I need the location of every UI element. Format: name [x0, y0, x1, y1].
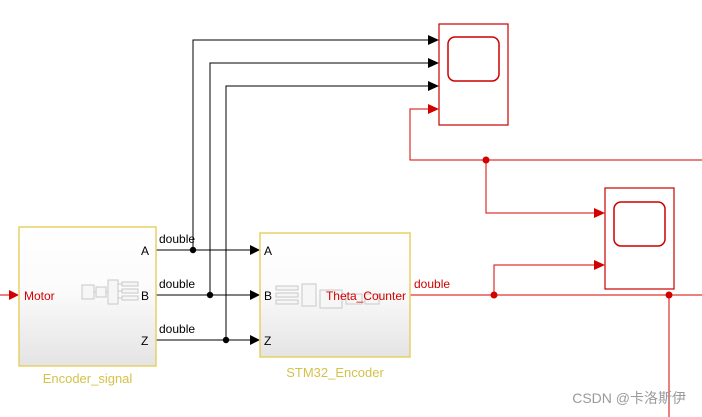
branch-to-scope2-in1[interactable] [485, 160, 596, 214]
scope-1-screen [447, 36, 500, 82]
stm32-input-port-z: Z [264, 334, 271, 348]
watermark-text: CSDN @卡洛斯伊 [572, 390, 686, 406]
arrowhead-a-in [250, 245, 260, 255]
signal-a-datatype-label: double [159, 232, 195, 246]
black-junctions [189, 246, 230, 344]
tap-line-b[interactable] [209, 62, 430, 295]
subsystem-preview-icon [81, 279, 139, 305]
stm32-input-port-b: B [264, 289, 272, 303]
encoder-output-port-a: A [141, 244, 149, 258]
stm32-encoder-block[interactable]: A B Z Theta_Counter STM32_Encoder [259, 232, 411, 380]
signal-b-datatype-label: double [159, 277, 195, 291]
red-arrowheads [9, 104, 605, 300]
junction-b [206, 291, 214, 299]
arrowhead-scope2-in1 [594, 208, 605, 218]
junction-top-red [482, 156, 490, 164]
encoder-signal-block[interactable]: Motor A B Z Encoder_signal [18, 226, 157, 386]
arrowhead-scope1-in2 [428, 58, 439, 68]
theta-datatype-label: double [414, 277, 450, 291]
arrowhead-scope1-in4 [428, 104, 439, 114]
encoder-output-port-z: Z [141, 334, 148, 348]
junction-z [222, 336, 230, 344]
tap-line-z[interactable] [225, 85, 430, 340]
stm32-input-port-a: A [264, 244, 272, 258]
stm32-encoder-block-name[interactable]: STM32_Encoder [286, 365, 384, 380]
encoder-signal-block-name[interactable]: Encoder_signal [43, 371, 133, 386]
black-signal-lines [156, 39, 430, 341]
arrowhead-scope1-in3 [428, 81, 439, 91]
signal-z-datatype-label: double [159, 322, 195, 336]
arrowhead-b-in [250, 290, 260, 300]
red-junctions [482, 156, 673, 299]
arrowhead-scope1-in1 [428, 35, 439, 45]
scope-block-1[interactable] [438, 23, 509, 126]
tap-line-a[interactable] [192, 39, 430, 250]
encoder-output-port-b: B [141, 289, 149, 303]
scope-block-2[interactable] [604, 187, 675, 290]
branch-to-scope2-in2[interactable] [493, 264, 596, 295]
encoder-input-port-motor: Motor [24, 289, 55, 303]
red-signal-lines [0, 108, 702, 417]
top-red-feedback-line[interactable] [409, 108, 702, 161]
arrowhead-motor-in [9, 290, 19, 300]
scope-2-screen [613, 201, 666, 247]
junction-theta-2 [665, 291, 673, 299]
junction-theta-1 [490, 291, 498, 299]
stm32-output-port-theta-counter: Theta_Counter [326, 289, 406, 303]
subsystem-preview-icon [275, 283, 380, 309]
black-arrowheads [250, 35, 439, 345]
arrowhead-z-in [250, 335, 260, 345]
arrowhead-scope2-in2 [594, 260, 605, 270]
junction-a [189, 246, 197, 254]
